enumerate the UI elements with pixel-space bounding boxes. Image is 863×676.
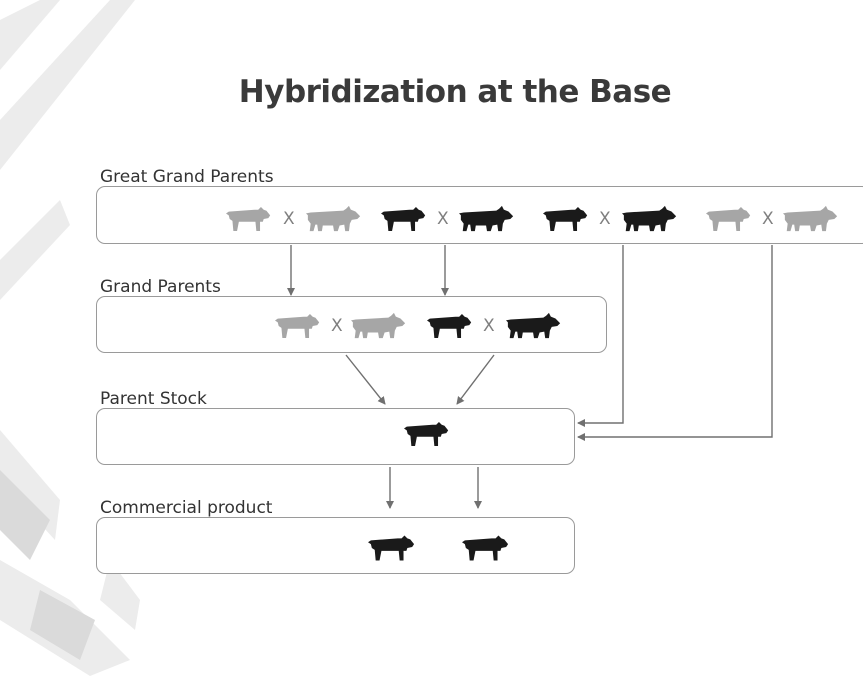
sow-light-icon: [783, 205, 838, 232]
commercial-dark-hybrid-pig-icon: [368, 535, 415, 561]
sow-dark-icon: [459, 205, 514, 232]
sow-light-icon: [306, 205, 361, 232]
boar-light-icon: [226, 207, 271, 231]
row-label-commercial-product: Commercial product: [100, 498, 273, 518]
arrow-gp-to-parent-stock-right: [456, 354, 495, 405]
boar-dark-icon: [427, 314, 472, 338]
cross-symbol: X: [331, 316, 343, 336]
parent-stock-hybrid-pig-icon: [404, 422, 449, 446]
cross-symbol: X: [762, 209, 774, 229]
row-label-grand-parents: Grand Parents: [100, 277, 221, 297]
page-title: Hybridization at the Base: [238, 74, 672, 110]
row-label-parent-stock: Parent Stock: [100, 389, 207, 409]
sow-light-icon: [351, 312, 406, 339]
boar-dark-icon: [381, 207, 426, 231]
boar-light-icon: [275, 314, 320, 338]
sow-dark-icon: [506, 312, 561, 339]
commercial-light-hybrid-pig-icon: [462, 535, 509, 561]
cross-symbol: X: [437, 209, 449, 229]
row-label-great-grand-parents: Great Grand Parents: [100, 167, 274, 187]
arrow-gp-to-parent-stock-left: [345, 354, 386, 405]
cross-symbol: X: [483, 316, 495, 336]
cross-symbol: X: [283, 209, 295, 229]
boar-light-icon: [706, 207, 751, 231]
cross-symbol: X: [599, 209, 611, 229]
arrow-ggp-to-parent-stock-1: [577, 245, 624, 427]
sow-dark-icon: [622, 205, 677, 232]
parent-stock-box: [96, 408, 575, 465]
boar-dark-icon: [543, 207, 588, 231]
arrow-ggp-to-parent-stock-2: [577, 245, 773, 441]
